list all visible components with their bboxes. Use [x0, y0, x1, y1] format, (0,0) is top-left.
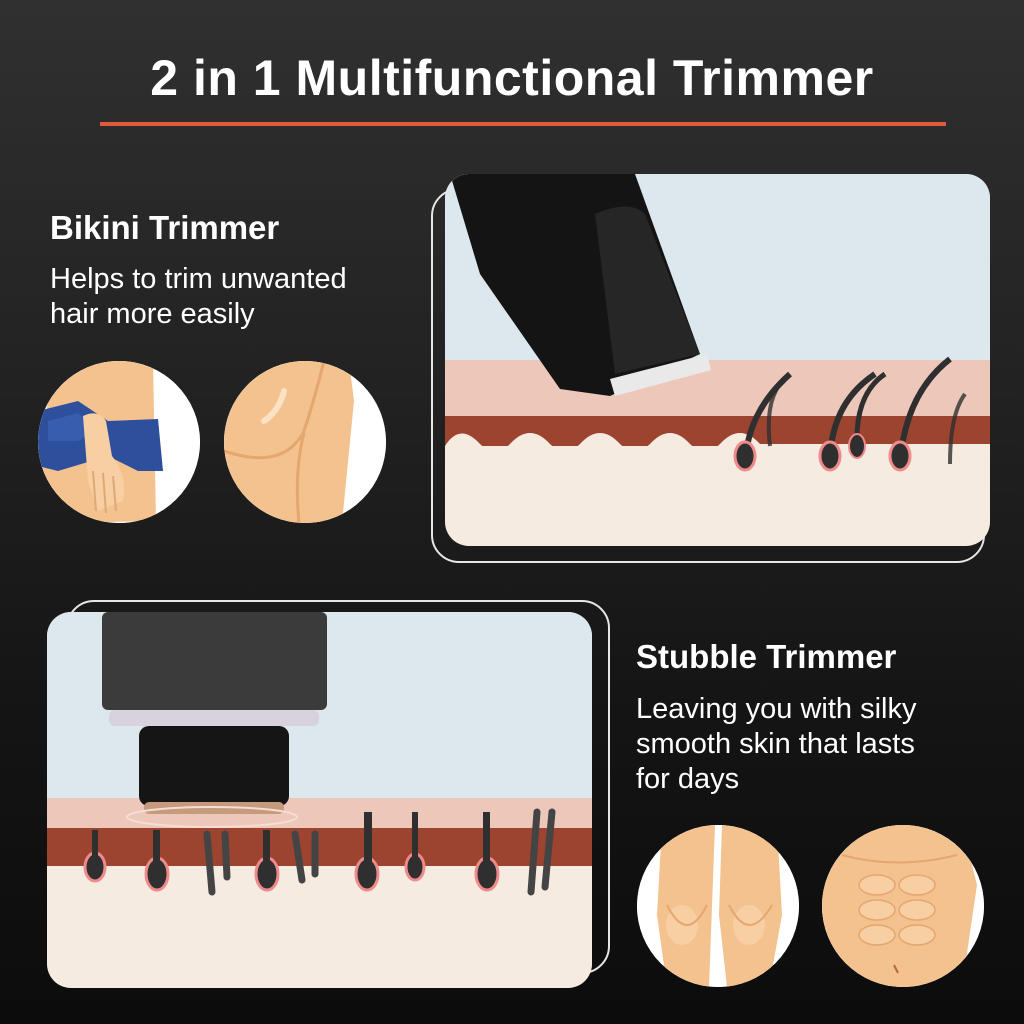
- page-title: 2 in 1 Multifunctional Trimmer: [150, 50, 874, 106]
- description-line: for days: [636, 763, 740, 795]
- stubble-trimmer-skin-cross-section: [47, 612, 592, 988]
- stubble-trimmer-description: Leaving you with silky smooth skin that …: [636, 692, 996, 797]
- bikini-trimmer-title: Bikini Trimmer: [50, 209, 280, 246]
- description-line: Helps to trim unwanted: [50, 263, 347, 295]
- bikini-trimmer-skin-cross-section: [445, 174, 990, 546]
- bikini-trimmer-description: Helps to trim unwanted hair more easily: [50, 262, 410, 332]
- description-line: Leaving you with silky: [636, 693, 917, 725]
- abdomen-illustration: [822, 825, 984, 987]
- stubble-trimmer-title: Stubble Trimmer: [636, 638, 897, 675]
- knees-illustration: [637, 825, 799, 987]
- underarm-illustration: [224, 361, 386, 523]
- description-line: hair more easily: [50, 298, 255, 330]
- title-underline: [100, 122, 946, 126]
- description-line: smooth skin that lasts: [636, 728, 915, 760]
- bikini-area-illustration: [38, 361, 200, 523]
